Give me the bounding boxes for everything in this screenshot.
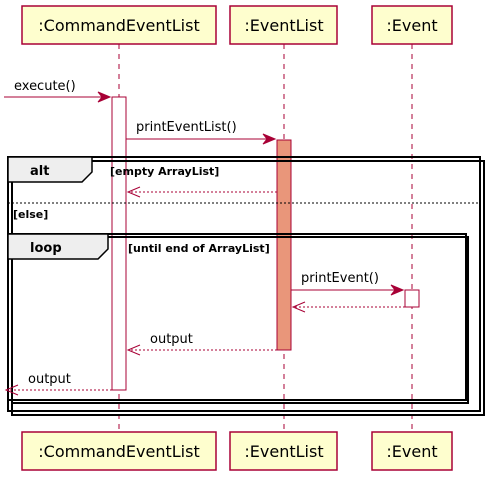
participant-label: :EventList xyxy=(244,16,323,35)
alt-frame xyxy=(7,156,481,412)
participant-label: :CommandEventList xyxy=(38,16,199,35)
participant-label: :CommandEventList xyxy=(38,442,199,461)
loop-guard: [until end of ArrayList] xyxy=(128,242,270,255)
loop-frame-tab xyxy=(7,233,109,260)
participant-event-top[interactable]: :Event xyxy=(371,5,453,45)
participant-label: :Event xyxy=(386,16,437,35)
participant-event-list-top[interactable]: :EventList xyxy=(229,5,338,45)
message-return-empty xyxy=(126,186,277,198)
participant-label: :EventList xyxy=(244,442,323,461)
activation-event-list xyxy=(276,139,292,351)
message-label: printEventList() xyxy=(136,120,237,135)
else-guard: [else] xyxy=(13,208,48,221)
message-print-event: printEvent() xyxy=(291,271,405,296)
message-print-event-list: printEventList() xyxy=(126,120,277,145)
alt-guard: [empty ArrayList] xyxy=(110,165,219,178)
message-label: execute() xyxy=(14,79,76,94)
message-label: printEvent() xyxy=(301,271,379,286)
message-output-to-command: output xyxy=(126,332,277,356)
loop-frame-shadow xyxy=(11,236,469,404)
participant-event-list-bottom[interactable]: :EventList xyxy=(229,431,338,471)
alt-label: alt xyxy=(30,164,49,179)
participant-event-bottom[interactable]: :Event xyxy=(371,431,453,471)
loop-label: loop xyxy=(30,241,62,256)
activation-event xyxy=(404,289,420,308)
participant-label: :Event xyxy=(386,442,437,461)
message-return-print-event xyxy=(291,301,405,313)
participant-command-event-list-bottom[interactable]: :CommandEventList xyxy=(21,431,217,471)
message-label: output xyxy=(150,332,193,347)
participant-command-event-list-top[interactable]: :CommandEventList xyxy=(21,5,217,45)
message-label: output xyxy=(28,372,71,387)
loop-frame xyxy=(7,233,467,401)
message-output-to-caller: output xyxy=(4,372,112,396)
alt-frame-shadow xyxy=(11,160,485,416)
message-execute: execute() xyxy=(4,79,112,103)
alt-frame-tab xyxy=(7,156,93,183)
activation-command-event-list xyxy=(111,96,127,391)
